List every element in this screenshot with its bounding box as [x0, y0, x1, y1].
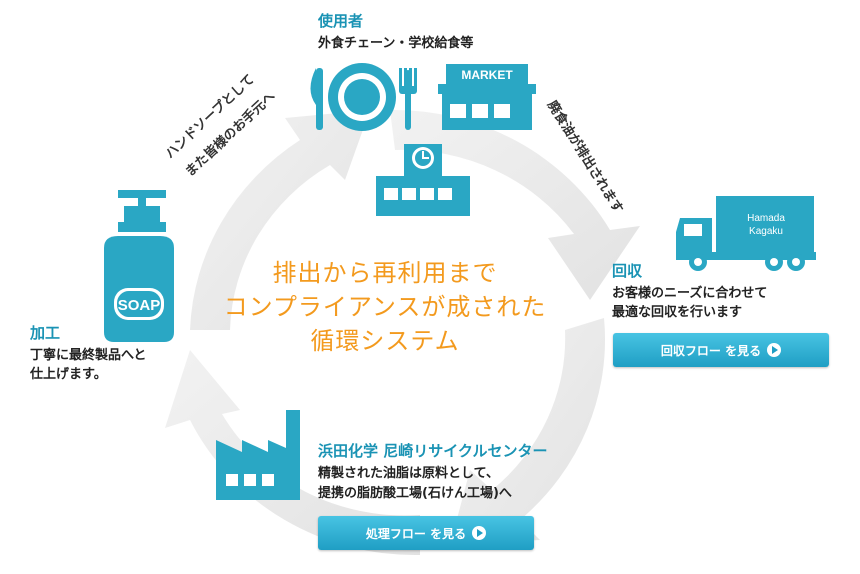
arrow-top-left	[190, 110, 370, 330]
center-title-line2: コンプライアンスが成された	[223, 293, 547, 321]
collect-line1: お客様のニーズに合わせて	[612, 286, 768, 301]
tableware-icon	[310, 63, 417, 131]
center-title-line1: 排出から再利用まで	[272, 259, 498, 287]
play-circle-icon	[767, 343, 782, 357]
truck-logo-line2: Kagaku	[749, 226, 783, 237]
processing-flow-button-label: 処理フロー を見る	[365, 526, 467, 541]
truck-icon: Hamada Kagaku	[676, 196, 816, 271]
cycle-arrows	[165, 109, 640, 556]
users-description: 外食チェーン・学校給食等	[318, 36, 474, 51]
process-line2: 仕上げます。	[30, 367, 107, 382]
arrow-bottom-right	[450, 318, 606, 545]
users-heading: 使用者	[318, 12, 364, 30]
process-heading: 加工	[30, 324, 61, 342]
factory-heading: 浜田化学 尼崎リサイクルセンター	[318, 442, 548, 460]
arrow-top-right	[390, 109, 640, 301]
collect-line2: 最適な回収を行います	[612, 305, 743, 320]
collect-flow-button[interactable]: 回収フロー を見る	[613, 333, 829, 367]
center-title: 排出から再利用まで コンプライアンスが成された 循環システム	[180, 256, 590, 358]
market-icon: MARKET	[438, 64, 536, 130]
processing-flow-button[interactable]: 処理フロー を見る	[318, 516, 534, 550]
collect-heading: 回収	[612, 262, 643, 280]
school-icon	[376, 144, 470, 216]
factory-line1: 精製された油脂は原料として、	[318, 466, 499, 481]
truck-logo-line1: Hamada	[747, 213, 785, 224]
factory-icon	[216, 410, 300, 500]
collect-flow-button-label: 回収フロー を見る	[660, 343, 762, 358]
process-line1: 丁寧に最終製品へと	[30, 348, 147, 363]
soap-label-text: SOAP	[118, 297, 161, 314]
center-title-line3: 循環システム	[310, 327, 460, 355]
soap-bottle-icon: SOAP	[104, 190, 174, 342]
market-sign-text: MARKET	[461, 68, 513, 82]
arrow-bottom-left	[165, 350, 420, 556]
factory-line2: 提携の脂肪酸工場(石けん工場)へ	[318, 486, 512, 501]
play-circle-icon	[472, 526, 487, 540]
